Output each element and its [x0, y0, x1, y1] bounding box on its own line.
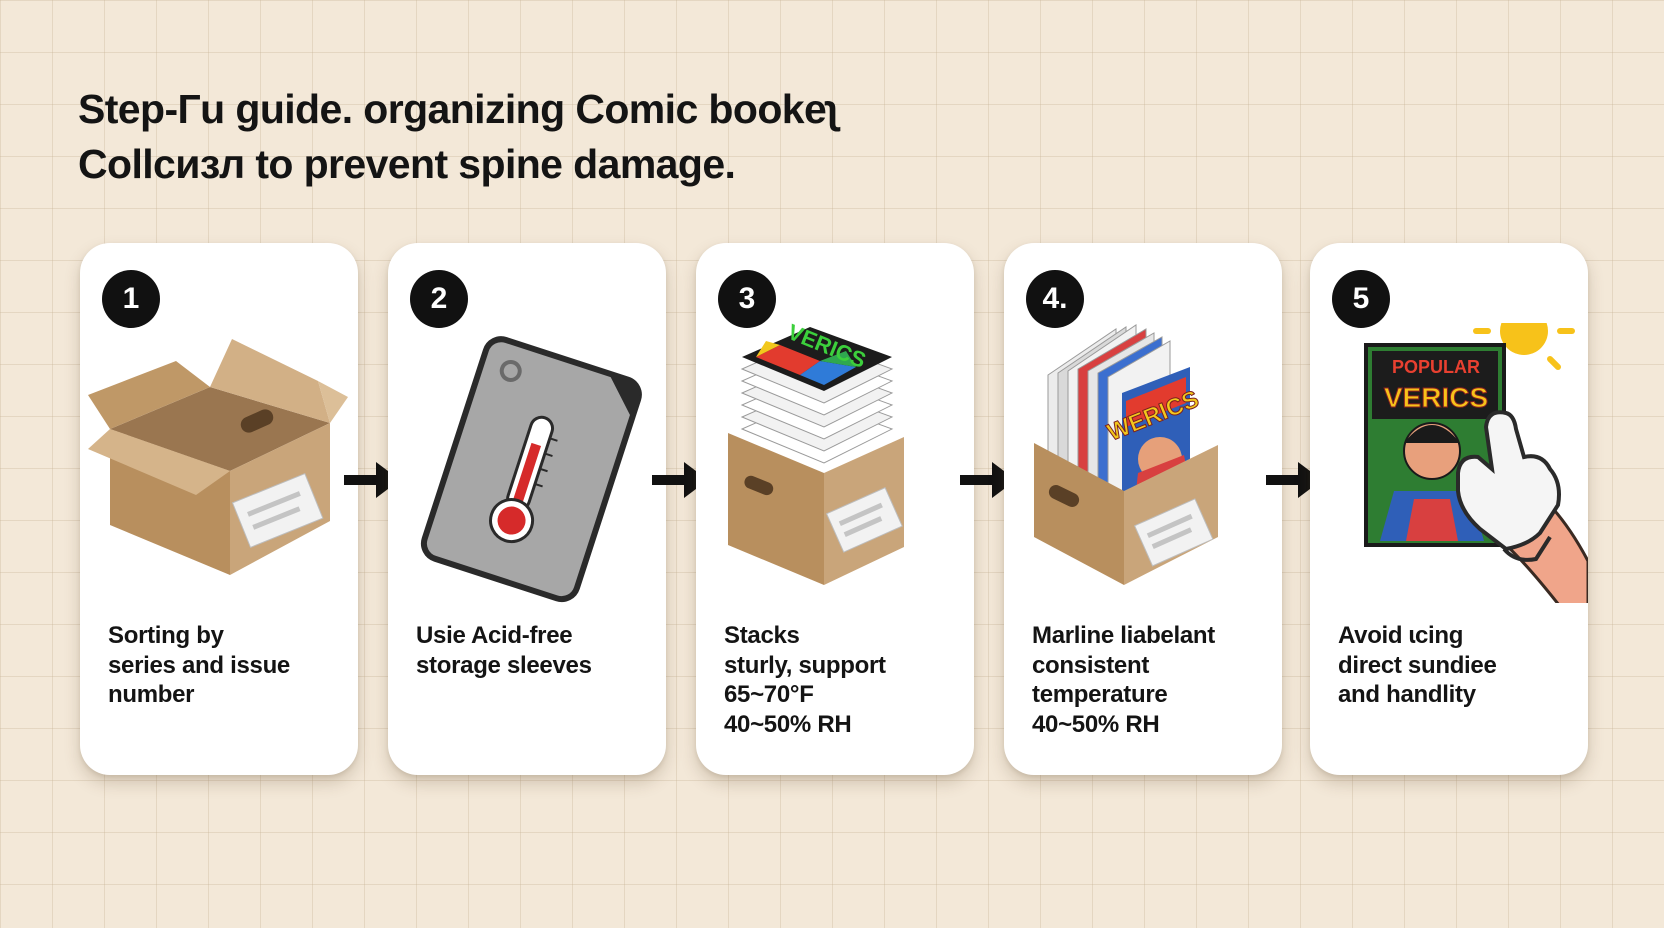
caption-line: number	[108, 681, 195, 708]
arrow-right-icon	[648, 458, 712, 502]
title-line-2: Collсизл to prevent spine damage.	[78, 141, 736, 187]
step-caption: Sorting by series and issue number	[108, 621, 348, 710]
title-line-1: Step-Гu guide. organizing Comic bookeʅ	[78, 86, 840, 132]
step-card-2: 2 Usie Acid-free sto	[388, 243, 666, 775]
caption-line: 40~50% RH	[724, 710, 852, 738]
step-number-badge: 5	[1332, 270, 1390, 328]
arrow-right-icon	[956, 458, 1020, 502]
caption-line: 65~70°F	[724, 681, 814, 708]
step-caption: Usie Acid-free storage sleeves	[416, 621, 656, 680]
step-number-badge: 3	[718, 270, 776, 328]
step-number-badge: 4.	[1026, 270, 1084, 328]
step-number-badge: 2	[410, 270, 468, 328]
caption-line: series and issue	[108, 651, 290, 679]
step-card-4: 4. WERICS	[1004, 243, 1282, 775]
caption-line: Sorting by	[108, 622, 224, 649]
step-card-1: 1 Sorting by series and issue	[80, 243, 358, 775]
comic-stack-box-icon: VERICS	[696, 323, 974, 603]
cardboard-box-icon	[80, 323, 358, 603]
step-caption: Stacks ѕturly, support 65~70°F 40~50% RH	[724, 621, 964, 739]
thermometer-sleeve-icon	[388, 323, 666, 603]
caption-line: direct sundiee	[1338, 651, 1497, 679]
caption-line: and handlity	[1338, 681, 1476, 708]
caption-line: storage sleeves	[416, 651, 592, 679]
arrow-right-icon	[1262, 458, 1326, 502]
caption-line: Avoid ɩcing	[1338, 622, 1464, 649]
step-card-5: 5	[1310, 243, 1588, 775]
caption-line: Stacks	[724, 622, 800, 649]
caption-line: Usie Acid-free	[416, 622, 573, 649]
caption-line: consistent	[1032, 651, 1150, 679]
comic-cover-top-text: POPULAR	[1392, 357, 1480, 377]
page-title: Step-Гu guide. organizing Comic bookeʅ C…	[78, 82, 958, 192]
step-caption: Marline liabelant consistent temperature…	[1032, 621, 1272, 739]
step-card-3: 3 VERICS	[696, 243, 974, 775]
caption-line: Marline liabelant	[1032, 622, 1215, 649]
gloved-hand-comic-sun-icon: POPULAR VERICS	[1310, 323, 1588, 603]
step-caption: Avoid ɩcing direct sundiee and handlity	[1338, 621, 1578, 710]
comic-bin-icon: WERICS	[1004, 323, 1282, 603]
caption-line: temperature	[1032, 681, 1168, 708]
comic-cover-title-text: VERICS	[1384, 382, 1488, 413]
caption-line: 40~50% RH	[1032, 710, 1160, 738]
arrow-right-icon	[340, 458, 404, 502]
caption-line: ѕturly, support	[724, 651, 886, 679]
step-number-badge: 1	[102, 270, 160, 328]
gloved-hand-icon	[1456, 410, 1588, 603]
